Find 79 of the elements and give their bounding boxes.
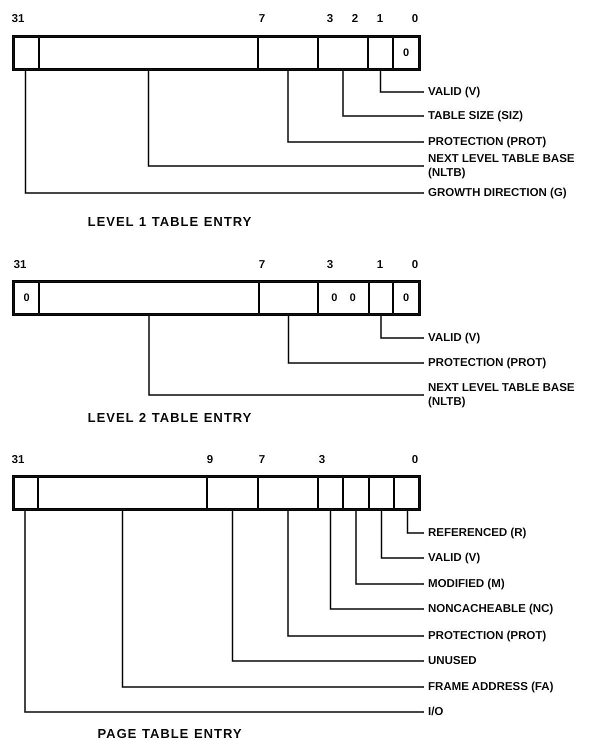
field-label: NONCACHEABLE (NC) bbox=[424, 602, 554, 616]
bit-field bbox=[393, 37, 419, 69]
bit-number: 7 bbox=[258, 454, 266, 466]
field-label: I/O bbox=[424, 705, 444, 719]
field-label: PROTECTION (PROT) bbox=[424, 356, 546, 370]
bit-value: 0 bbox=[23, 292, 30, 304]
bit-number: 7 bbox=[258, 13, 266, 25]
register-bar bbox=[12, 35, 421, 71]
bit-number: 9 bbox=[206, 454, 214, 466]
bit-field bbox=[369, 477, 394, 509]
bit-field bbox=[258, 477, 318, 509]
bit-field bbox=[207, 477, 258, 509]
bit-field bbox=[318, 282, 369, 314]
bit-field bbox=[369, 282, 393, 314]
bit-number: 0 bbox=[412, 13, 418, 25]
leader-line bbox=[24, 511, 424, 713]
bit-number: 31 bbox=[12, 454, 24, 466]
bit-number: 7 bbox=[258, 259, 266, 271]
leader-line bbox=[232, 511, 424, 662]
bit-number: 1 bbox=[376, 259, 384, 271]
bit-value: 0 bbox=[331, 292, 338, 304]
bit-field bbox=[394, 477, 419, 509]
leader-line bbox=[355, 511, 424, 585]
field-label: PROTECTION (PROT) bbox=[424, 135, 546, 149]
bit-field bbox=[318, 477, 343, 509]
figure-caption: LEVEL 2 TABLE ENTRY bbox=[88, 410, 252, 425]
field-label: MODIFIED (M) bbox=[424, 577, 505, 591]
leader-line bbox=[330, 511, 424, 610]
bit-number: 2 bbox=[352, 13, 358, 25]
field-label: VALID (V) bbox=[424, 551, 480, 565]
bit-field bbox=[14, 282, 39, 314]
bit-value: 0 bbox=[402, 292, 410, 304]
bit-number: 31 bbox=[14, 259, 26, 271]
leader-line bbox=[287, 71, 424, 143]
field-label: VALID (V) bbox=[424, 331, 480, 345]
leader-line bbox=[406, 511, 424, 534]
field-label: REFERENCED (R) bbox=[424, 526, 526, 540]
field-label: VALID (V) bbox=[424, 85, 480, 99]
bit-field bbox=[38, 477, 207, 509]
register-bar bbox=[12, 280, 421, 316]
leader-line bbox=[148, 71, 424, 167]
leader-line bbox=[24, 71, 424, 194]
bit-number: 1 bbox=[376, 13, 384, 25]
field-label: NEXT LEVEL TABLE BASE (NLTB) bbox=[424, 152, 578, 180]
bit-field bbox=[259, 282, 318, 314]
bit-number: 3 bbox=[326, 259, 334, 271]
bit-field bbox=[258, 37, 318, 69]
field-label: TABLE SIZE (SIZ) bbox=[424, 109, 523, 123]
field-label: PROTECTION (PROT) bbox=[424, 629, 546, 643]
field-label: UNUSED bbox=[424, 654, 477, 668]
leader-line bbox=[380, 71, 424, 93]
bit-number: 0 bbox=[412, 454, 418, 466]
field-label: FRAME ADDRESS (FA) bbox=[424, 680, 554, 694]
leader-line bbox=[380, 316, 424, 339]
bit-number: 0 bbox=[412, 259, 418, 271]
bit-number: 31 bbox=[12, 13, 24, 25]
bit-field bbox=[318, 37, 368, 69]
bit-field bbox=[39, 282, 259, 314]
bit-field bbox=[14, 37, 39, 69]
leader-line bbox=[380, 511, 424, 559]
bit-value: 0 bbox=[402, 47, 410, 59]
figure-caption: LEVEL 1 TABLE ENTRY bbox=[88, 214, 252, 229]
register-bar bbox=[12, 475, 421, 511]
leader-line bbox=[288, 316, 424, 364]
bit-field bbox=[39, 37, 258, 69]
figure-caption: PAGE TABLE ENTRY bbox=[97, 726, 243, 741]
leader-line bbox=[342, 71, 424, 117]
bit-field bbox=[343, 477, 369, 509]
field-label: GROWTH DIRECTION (G) bbox=[424, 186, 567, 200]
leader-line bbox=[148, 316, 424, 396]
bit-field bbox=[368, 37, 393, 69]
leader-line bbox=[122, 511, 424, 688]
field-label: NEXT LEVEL TABLE BASE (NLTB) bbox=[424, 381, 578, 409]
bit-number: 3 bbox=[318, 454, 326, 466]
bit-field bbox=[14, 477, 38, 509]
bit-field bbox=[393, 282, 419, 314]
bit-number: 3 bbox=[326, 13, 334, 25]
leader-line bbox=[287, 511, 424, 637]
bit-value: 0 bbox=[350, 292, 356, 304]
